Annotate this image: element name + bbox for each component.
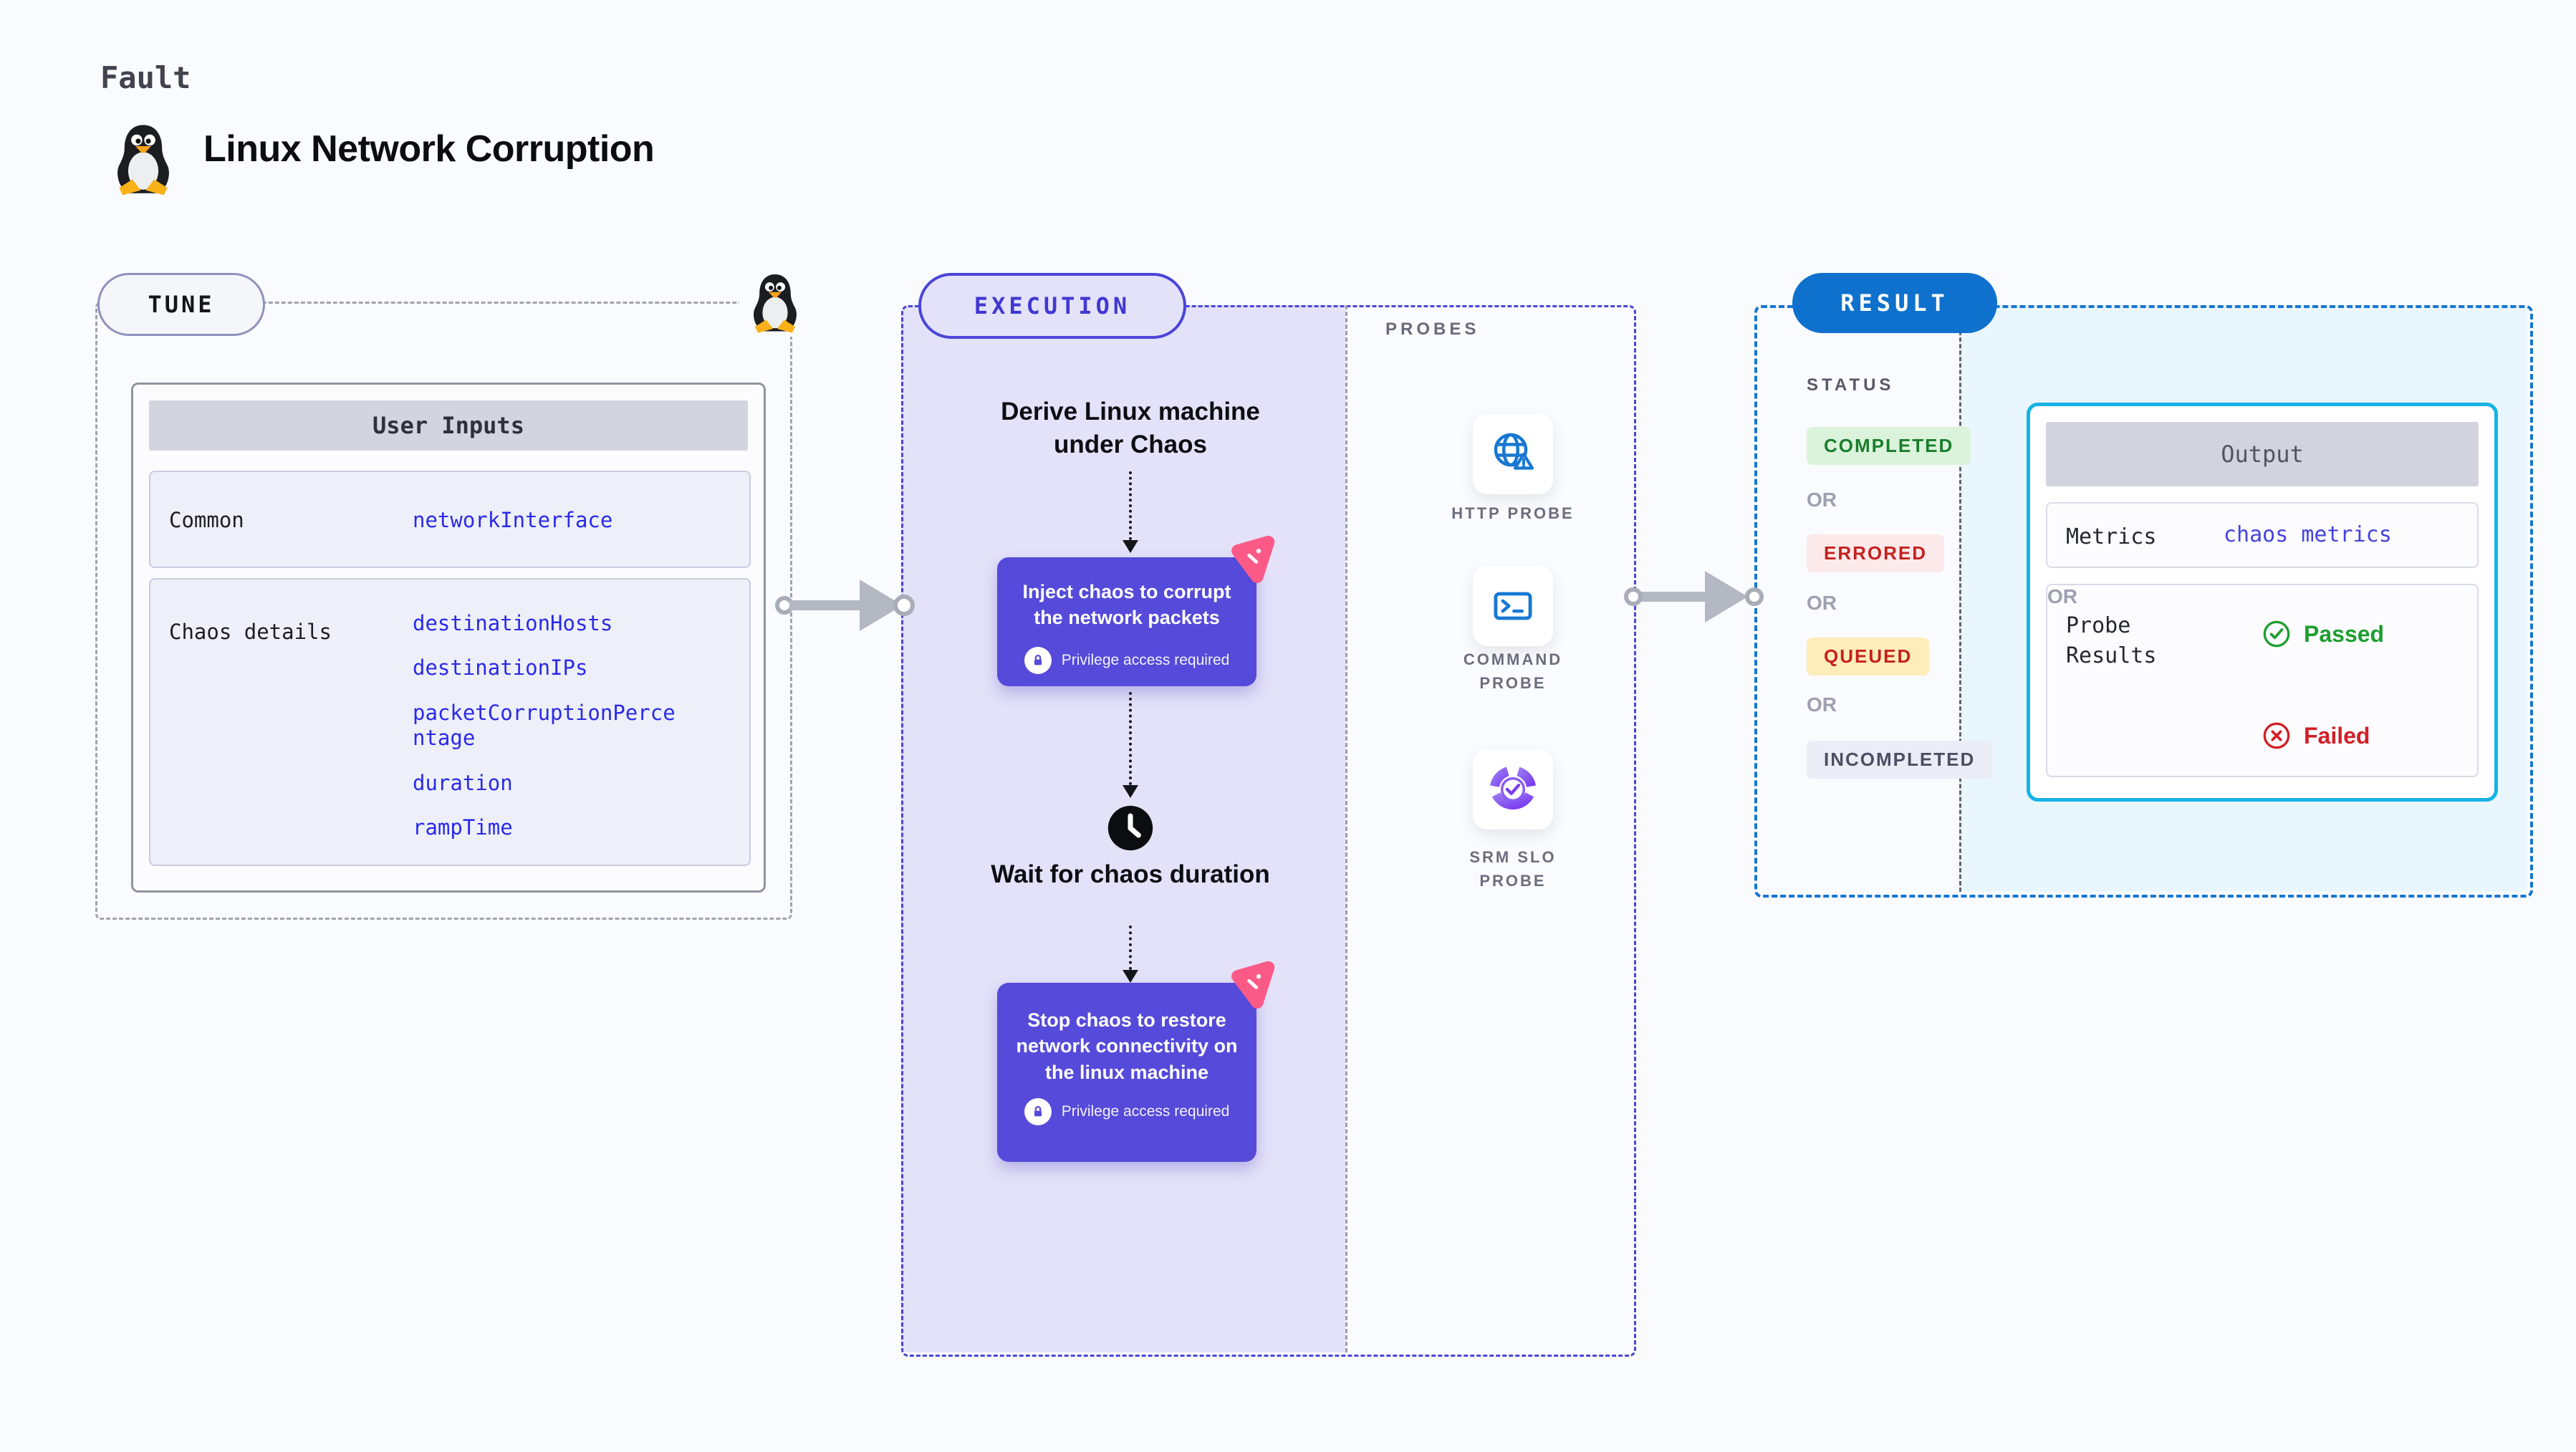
passed-result: Passed bbox=[2262, 620, 2384, 648]
metrics-value: chaos metrics bbox=[2224, 522, 2392, 547]
connector-dot bbox=[1624, 587, 1643, 606]
status-badge-completed: COMPLETED bbox=[1807, 427, 1971, 465]
result-badge: RESULT bbox=[1792, 273, 1997, 333]
metrics-row: Metrics chaos metrics bbox=[2046, 502, 2479, 568]
input-value: packetCorruptionPercentage bbox=[413, 700, 676, 751]
flow-arrow-head bbox=[1123, 785, 1138, 798]
lock-icon bbox=[1024, 1098, 1052, 1126]
srm-slo-probe-card bbox=[1473, 749, 1553, 830]
connector-dot bbox=[1745, 587, 1764, 606]
chaos-burst-icon bbox=[1231, 961, 1275, 1009]
result-divider bbox=[1959, 305, 1961, 892]
flow-arrow bbox=[1129, 692, 1132, 785]
derive-step-label: Derive Linux machine under Chaos bbox=[1001, 398, 1260, 458]
stop-chaos-label: Stop chaos to restore network connectivi… bbox=[1016, 1009, 1238, 1083]
status-label: STATUS bbox=[1807, 375, 1895, 395]
flow-arrow bbox=[1129, 925, 1132, 970]
http-probe-card bbox=[1473, 414, 1553, 494]
privilege-note: Privilege access required bbox=[1061, 651, 1230, 668]
check-circle-icon bbox=[2263, 620, 2290, 648]
or-label: OR bbox=[2047, 585, 2077, 607]
flow-arrow-head bbox=[1123, 540, 1138, 553]
input-value: destinationIPs bbox=[413, 655, 588, 681]
input-value: duration bbox=[413, 770, 513, 795]
fault-kicker: Fault bbox=[100, 60, 191, 95]
row-label: Chaos details bbox=[169, 620, 332, 644]
probe-label: SRM SLO PROBE bbox=[1469, 848, 1557, 890]
probe-label: HTTP PROBE bbox=[1451, 504, 1575, 522]
probe-label: COMMAND PROBE bbox=[1463, 650, 1563, 692]
input-value: destinationHosts bbox=[413, 611, 613, 635]
row-values: destinationHosts destinationIPs packetCo… bbox=[413, 611, 679, 840]
user-inputs-header: User Inputs bbox=[149, 400, 748, 451]
flow-arrow-head bbox=[1123, 970, 1138, 983]
arrow-right bbox=[789, 600, 861, 610]
slo-donut-icon bbox=[1490, 766, 1536, 810]
failed-label: Failed bbox=[2304, 722, 2370, 749]
failed-result: Failed bbox=[2262, 721, 2370, 750]
output-header: Output bbox=[2046, 422, 2479, 486]
terminal-icon bbox=[1494, 592, 1532, 620]
arrow-right-head bbox=[1705, 571, 1748, 622]
or-label: OR bbox=[1807, 693, 1837, 716]
or-label: OR bbox=[1807, 489, 1837, 511]
stop-chaos-node: Stop chaos to restore network connectivi… bbox=[997, 983, 1256, 1162]
inject-chaos-node: Inject chaos to corrupt the network pack… bbox=[997, 557, 1256, 686]
passed-label: Passed bbox=[2304, 620, 2385, 647]
user-inputs-card: User Inputs Common networkInterface Chao… bbox=[131, 383, 766, 893]
wait-step-label: Wait for chaos duration bbox=[991, 860, 1270, 888]
flow-arrow bbox=[1129, 471, 1132, 540]
input-value: networkInterface bbox=[413, 508, 613, 532]
or-label: OR bbox=[1807, 592, 1837, 614]
status-badge-errored: ERRORED bbox=[1807, 534, 1945, 572]
inject-chaos-label: Inject chaos to corrupt the network pack… bbox=[1022, 581, 1231, 629]
connector-dot bbox=[893, 595, 915, 616]
output-card: Output Metrics chaos metrics Probe Resul… bbox=[2027, 403, 2498, 802]
execution-section-box bbox=[901, 305, 1636, 1357]
page-title: Linux Network Corruption bbox=[203, 128, 655, 170]
row-values: networkInterface bbox=[413, 508, 679, 533]
execution-probes-divider bbox=[1345, 305, 1347, 1352]
status-badge-incompleted: INCOMPLETED bbox=[1807, 741, 1993, 779]
clock-icon bbox=[1107, 805, 1153, 851]
probe-results-row: Probe Results Passed OR Failed bbox=[2046, 584, 2479, 777]
tune-badge: TUNE bbox=[97, 273, 265, 336]
row-label: Common bbox=[169, 508, 244, 532]
tux-icon bbox=[117, 125, 169, 196]
arrow-right bbox=[1640, 592, 1706, 602]
status-badge-queued: QUEUED bbox=[1807, 638, 1930, 675]
privilege-note: Privilege access required bbox=[1061, 1103, 1230, 1120]
table-row: Chaos details destinationHosts destinati… bbox=[149, 578, 751, 866]
input-value: rampTime bbox=[413, 814, 513, 840]
execution-badge: EXECUTION bbox=[918, 273, 1186, 339]
probe-results-label: Probe Results bbox=[2066, 613, 2157, 668]
lock-icon bbox=[1024, 646, 1052, 674]
chaos-burst-icon bbox=[1231, 535, 1275, 583]
x-circle-icon bbox=[2263, 722, 2290, 749]
tux-corner-icon bbox=[739, 266, 811, 337]
globe-alert-icon bbox=[1494, 433, 1534, 470]
metrics-label: Metrics bbox=[2066, 524, 2157, 549]
table-row: Common networkInterface bbox=[149, 471, 751, 568]
probes-section-label: PROBES bbox=[1385, 319, 1480, 339]
command-probe-card bbox=[1473, 566, 1553, 646]
